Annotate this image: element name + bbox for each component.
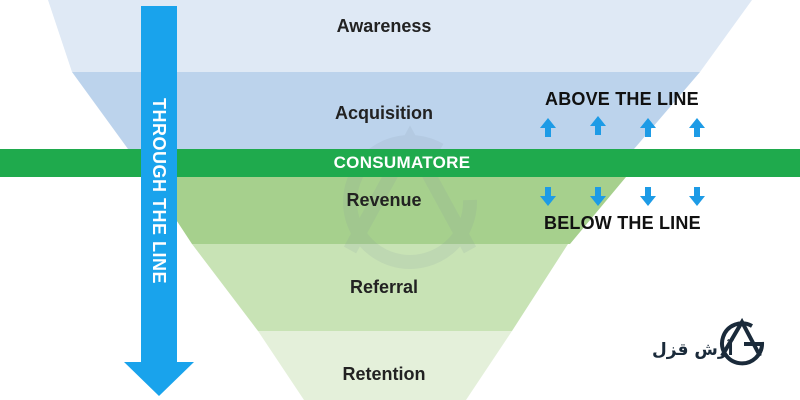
stage-label-awareness: Awareness: [336, 16, 432, 36]
stage-label-revenue: Revenue: [346, 190, 422, 210]
stage-awareness-shape: [48, 0, 752, 72]
divider-band: [0, 149, 800, 177]
up-arrow-icon: [540, 118, 556, 137]
stage-retention-shape: [258, 331, 512, 400]
below-the-line-label: BELOW THE LINE: [544, 213, 701, 233]
stage-acquisition-shape: [72, 72, 700, 149]
down-arrows: [540, 187, 705, 206]
stage-label-acquisition: Acquisition: [335, 103, 433, 123]
brand-logo-icon: [720, 317, 765, 366]
stage-referral-shape: [192, 244, 568, 331]
down-arrow-icon: [689, 187, 705, 206]
up-arrow-icon: [640, 118, 656, 137]
through-the-line-label: THROUGH THE LINE: [149, 98, 169, 284]
watermark-logo-icon: [343, 125, 478, 269]
above-the-line-label: ABOVE THE LINE: [545, 89, 699, 109]
through-the-line-arrow-icon: [124, 6, 194, 396]
down-arrow-icon: [590, 187, 606, 206]
up-arrow-icon: [590, 116, 606, 135]
divider-label: CONSUMATORE: [333, 153, 471, 172]
down-arrow-icon: [540, 187, 556, 206]
up-arrow-icon: [689, 118, 705, 137]
down-arrow-icon: [640, 187, 656, 206]
stage-label-retention: Retention: [342, 364, 426, 384]
stage-revenue-shape: [148, 177, 626, 244]
brand-name: آرش قزل: [652, 340, 734, 360]
stage-label-referral: Referral: [349, 277, 419, 297]
up-arrows: [540, 116, 705, 137]
